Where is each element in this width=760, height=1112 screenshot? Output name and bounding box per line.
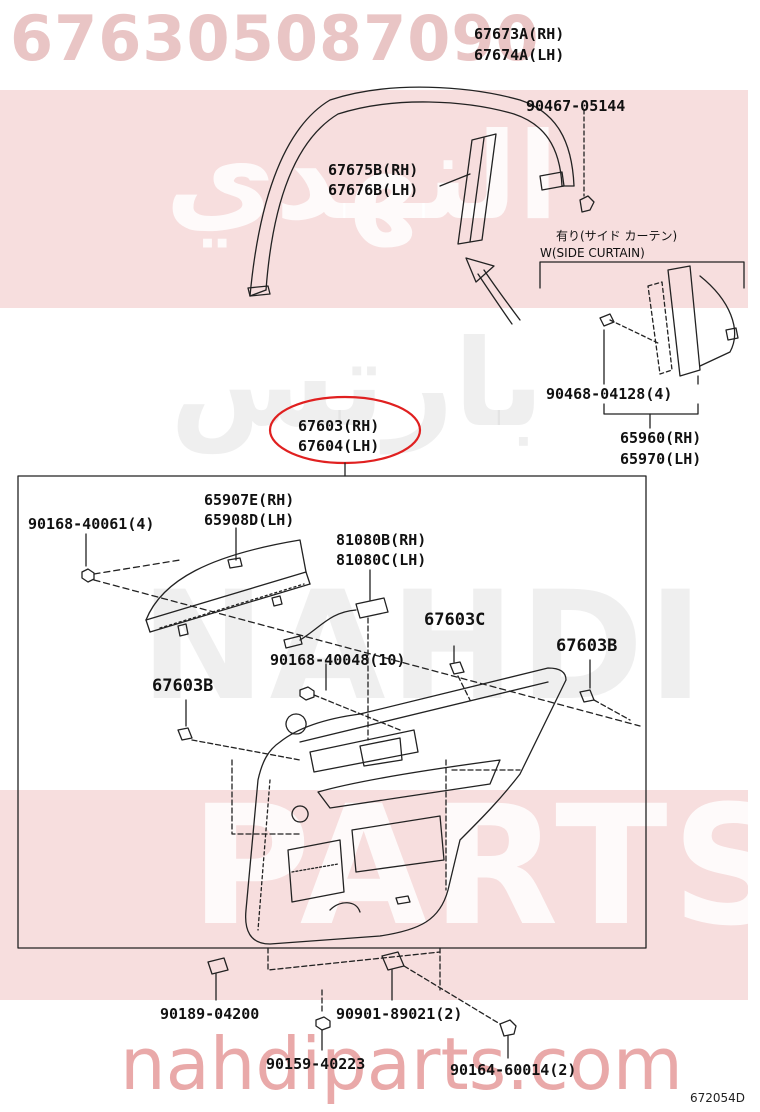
garnish-drawing bbox=[439, 133, 497, 245]
assembly-frame bbox=[17, 475, 647, 949]
side-curtain-drawing bbox=[599, 265, 739, 429]
watermark-arabic-parts: بارتس bbox=[170, 315, 544, 454]
lower-clips-drawing bbox=[207, 947, 517, 1059]
label-screw-lower-left: 90159-40223 bbox=[266, 1055, 366, 1073]
weatherstrip-drawing bbox=[145, 527, 311, 637]
label-clip-top: 90467-05144 bbox=[526, 97, 626, 115]
label-curtain-rh: 65960(RH) bbox=[620, 429, 702, 447]
figure-number: 672054D bbox=[690, 1091, 746, 1105]
label-garnish-rh: 67675B(RH) bbox=[328, 161, 419, 179]
label-weatherstrip-rh: 65907E(RH) bbox=[204, 491, 295, 509]
watermark-url: nahdiparts.com bbox=[120, 1022, 683, 1106]
watermark-band-top bbox=[0, 90, 748, 308]
label-clip-b-right: 67603B bbox=[556, 636, 618, 656]
label-clip-lower-left: 90189-04200 bbox=[160, 1005, 260, 1023]
side-curtain-bracket bbox=[539, 261, 745, 289]
label-weatherstrip-lh: 65908D(LH) bbox=[204, 511, 295, 529]
label-panel-lh: 67604(LH) bbox=[298, 437, 380, 455]
label-switch-rh: 81080B(RH) bbox=[336, 531, 427, 549]
watermark-parts: PARTS bbox=[190, 770, 760, 962]
side-curtain-arrow bbox=[465, 257, 521, 325]
label-clip-lower-mid: 90901-89021(2) bbox=[336, 1005, 463, 1023]
label-switch-lh: 81080C(LH) bbox=[336, 551, 427, 569]
label-screw-switch: 90168-40048(10) bbox=[270, 651, 406, 669]
watermark-part-number: 676305087090 bbox=[10, 2, 540, 75]
switch-drawing bbox=[283, 569, 401, 741]
label-side-curtain-en: W(SIDE CURTAIN) bbox=[540, 246, 645, 260]
frame-moulding-drawing bbox=[247, 86, 575, 297]
label-curtain-lh: 65970(LH) bbox=[620, 450, 702, 468]
clip-b-right-drawing bbox=[579, 659, 631, 721]
clip-top-drawing bbox=[579, 109, 595, 213]
label-side-curtain-jp: 有り(サイド カーテン) bbox=[556, 229, 678, 243]
label-screw-curtain: 90468-04128(4) bbox=[546, 385, 673, 403]
label-bolt-upper: 90168-40061(4) bbox=[28, 515, 155, 533]
label-moulding-lh: 67674A(LH) bbox=[474, 46, 565, 64]
bolt-upper-drawing bbox=[81, 533, 641, 727]
clip-b-left-drawing bbox=[177, 699, 301, 761]
label-garnish-lh: 67676B(LH) bbox=[328, 181, 419, 199]
label-moulding-rh: 67673A(RH) bbox=[474, 25, 565, 43]
door-panel-drawing bbox=[231, 667, 567, 945]
watermark-band-bottom bbox=[0, 790, 748, 1000]
watermark-arabic-brand: النهدي bbox=[165, 108, 559, 247]
label-panel-rh: 67603(RH) bbox=[298, 417, 380, 435]
watermark-nahdi: NAHDI bbox=[140, 560, 708, 734]
label-clip-c: 67603C bbox=[424, 610, 486, 630]
label-screw-lower-right: 90164-60014(2) bbox=[450, 1061, 577, 1079]
label-clip-b-left: 67603B bbox=[152, 676, 214, 696]
